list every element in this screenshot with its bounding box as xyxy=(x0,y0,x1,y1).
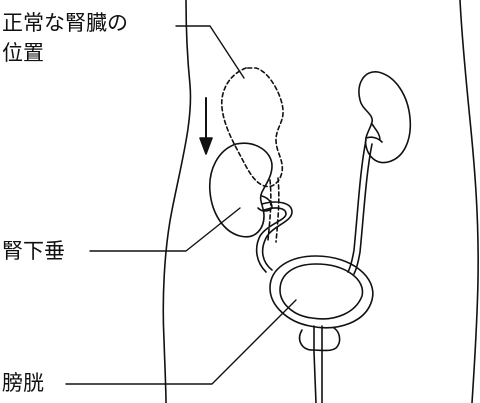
displaced-ureter-inner xyxy=(255,207,287,273)
leader-bladder xyxy=(65,299,297,385)
leader-normal-position xyxy=(175,25,245,79)
displaced-kidney xyxy=(209,142,273,238)
bladder xyxy=(269,255,374,329)
torso-left-edge xyxy=(162,0,192,403)
right-kidney xyxy=(358,71,412,164)
right-kidney-hilum xyxy=(365,123,383,143)
downward-arrow xyxy=(199,97,213,155)
label-normal-kidney-position: 正常な腎臓の xyxy=(2,10,128,36)
arrow-head xyxy=(199,137,213,155)
leader-nephroptosis xyxy=(89,207,241,252)
torso-outline xyxy=(162,0,479,403)
prostate xyxy=(298,327,341,352)
label-normal-kidney-position-line2: 位置 xyxy=(2,40,44,66)
normal-kidney-outline xyxy=(221,67,284,188)
label-nephroptosis: 腎下垂 xyxy=(2,238,65,264)
right-ureter xyxy=(347,139,373,275)
torso-right-edge xyxy=(459,0,479,403)
displaced-ureter-outer xyxy=(261,201,293,271)
label-bladder: 膀胱 xyxy=(2,370,44,396)
urethra xyxy=(313,325,323,403)
bladder-inner xyxy=(279,263,364,320)
